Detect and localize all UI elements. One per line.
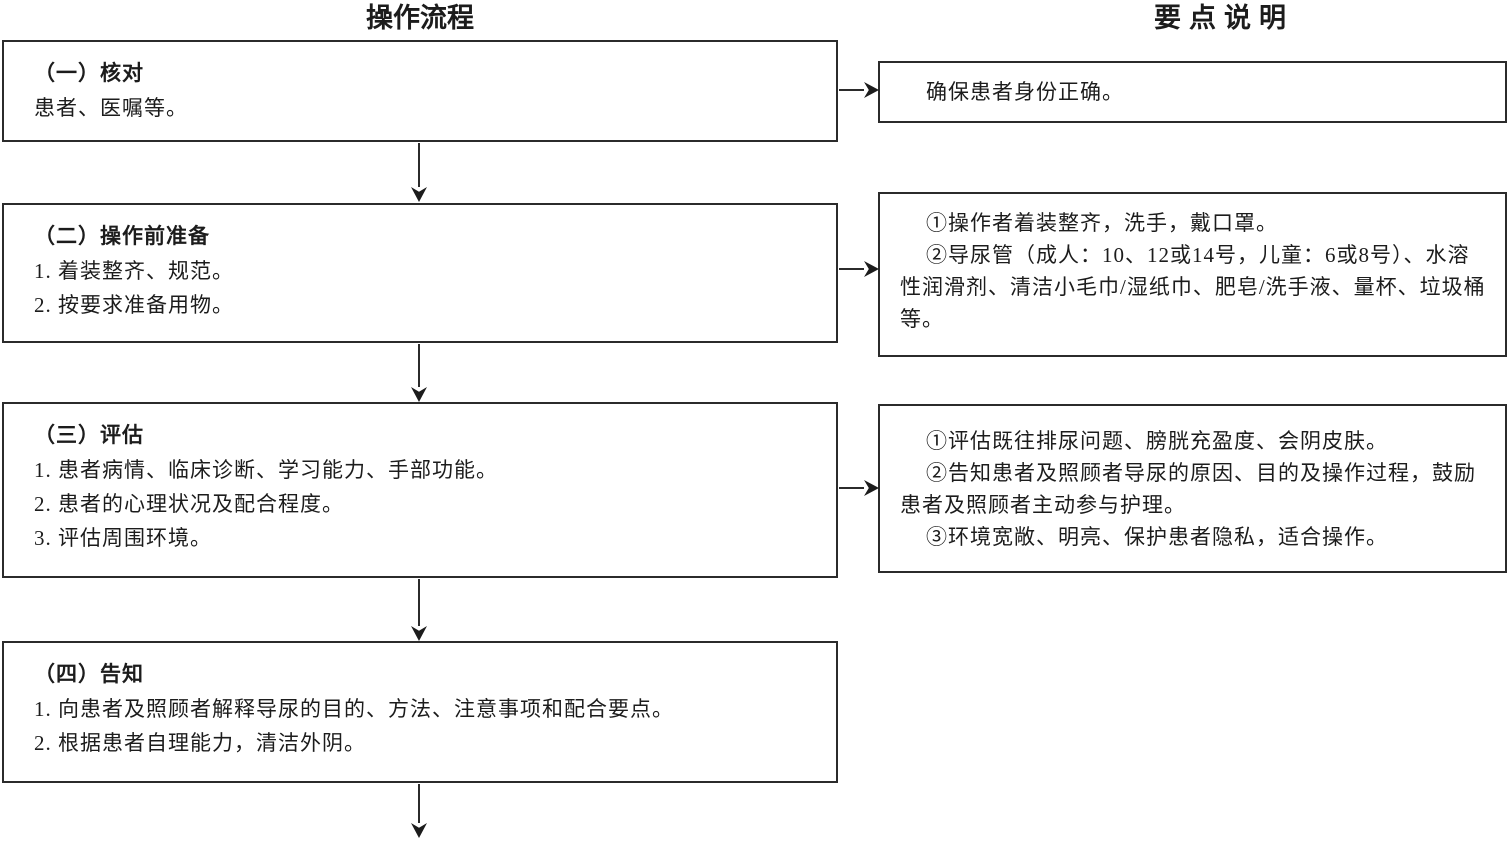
flow-column-title: 操作流程 xyxy=(366,3,474,33)
arrow-stem xyxy=(418,143,420,187)
note-paragraph: ①操作者着装整齐，洗手，戴口罩。 xyxy=(926,211,1278,235)
down-arrow-icon xyxy=(411,344,427,402)
flow-step-heading: （三）评估 xyxy=(34,424,144,447)
arrow-stem xyxy=(839,268,864,270)
arrow-stem xyxy=(839,487,864,489)
flow-step-heading: （一）核对 xyxy=(34,62,144,85)
arrowhead-icon xyxy=(864,480,879,496)
flow-step-box-check: （一）核对 患者、医嘱等。 xyxy=(2,40,838,142)
flow-step-box-inform: （四）告知 1. 向患者及照顾者解释导尿的目的、方法、注意事项和配合要点。 2.… xyxy=(2,641,838,783)
flow-step-box-preparation: （二）操作前准备 1. 着装整齐、规范。 2. 按要求准备用物。 xyxy=(2,203,838,343)
notes-column-title: 要点说明 xyxy=(1154,3,1294,33)
note-box-preparation: ①操作者着装整齐，洗手，戴口罩。 ②导尿管（成人：10、12或14号，儿童：6或… xyxy=(878,192,1507,357)
arrowhead-icon xyxy=(411,187,427,202)
flow-step-item: 1. 向患者及照顾者解释导尿的目的、方法、注意事项和配合要点。 xyxy=(34,697,674,721)
down-arrow-icon xyxy=(411,143,427,202)
flow-step-heading: （四）告知 xyxy=(34,663,144,686)
right-arrow-icon xyxy=(839,480,879,496)
arrow-stem xyxy=(418,344,420,387)
note-paragraph: 确保患者身份正确。 xyxy=(926,80,1124,104)
arrowhead-icon xyxy=(411,823,427,838)
flow-step-item: 2. 按要求准备用物。 xyxy=(34,293,234,317)
arrowhead-icon xyxy=(411,626,427,641)
down-arrow-icon xyxy=(411,784,427,838)
flow-step-item: 2. 根据患者自理能力，清洁外阴。 xyxy=(34,731,366,755)
flow-step-heading: （二）操作前准备 xyxy=(34,225,210,248)
down-arrow-icon xyxy=(411,579,427,641)
flow-step-box-assessment: （三）评估 1. 患者病情、临床诊断、学习能力、手部功能。 2. 患者的心理状况… xyxy=(2,402,838,578)
note-box-check: 确保患者身份正确。 xyxy=(878,61,1507,123)
note-paragraph: ②告知患者及照顾者导尿的原因、目的及操作过程，鼓励患者及照顾者主动参与护理。 xyxy=(900,461,1476,517)
right-arrow-icon xyxy=(839,261,879,277)
arrow-stem xyxy=(839,89,864,91)
note-box-assessment: ①评估既往排尿问题、膀胱充盈度、会阴皮肤。 ②告知患者及照顾者导尿的原因、目的及… xyxy=(878,404,1507,573)
flow-step-item: 1. 患者病情、临床诊断、学习能力、手部功能。 xyxy=(34,458,498,482)
right-arrow-icon xyxy=(839,82,879,98)
arrow-stem xyxy=(418,784,420,823)
arrow-stem xyxy=(418,579,420,626)
flow-step-item: 1. 着装整齐、规范。 xyxy=(34,259,234,283)
arrowhead-icon xyxy=(864,82,879,98)
flow-step-item: 患者、医嘱等。 xyxy=(34,96,188,120)
note-paragraph: ②导尿管（成人：10、12或14号，儿童：6或8号）、水溶性润滑剂、清洁小毛巾/… xyxy=(900,243,1486,331)
flow-step-item: 2. 患者的心理状况及配合程度。 xyxy=(34,492,344,516)
flow-step-item: 3. 评估周围环境。 xyxy=(34,526,212,550)
note-paragraph: ①评估既往排尿问题、膀胱充盈度、会阴皮肤。 xyxy=(926,429,1388,453)
arrowhead-icon xyxy=(864,261,879,277)
note-paragraph: ③环境宽敞、明亮、保护患者隐私，适合操作。 xyxy=(926,525,1388,549)
arrowhead-icon xyxy=(411,387,427,402)
